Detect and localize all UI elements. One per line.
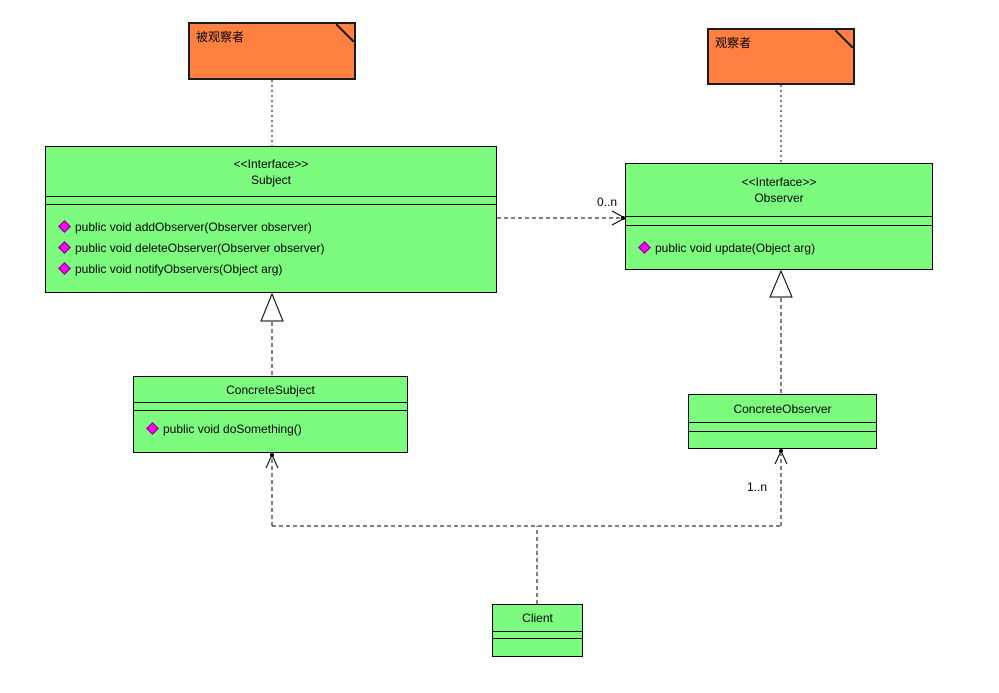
class-attributes-section (689, 423, 876, 432)
class-stereotype: <<Interface>> (233, 156, 309, 171)
class-attributes-section (46, 197, 496, 205)
class-methods-section: public void doSomething() (134, 411, 407, 439)
method-row: public void update(Object arg) (626, 237, 932, 258)
method-row: public void notifyObservers(Object arg) (46, 258, 496, 279)
method-text: public void addObserver(Observer observe… (75, 219, 312, 234)
realization-concreteobserver-to-observer (769, 269, 793, 394)
note-fold-corner-icon (835, 29, 854, 48)
note-observer[interactable]: 观察者 (707, 28, 855, 85)
multiplicity-label: 0..n (597, 195, 618, 209)
class-client[interactable]: Client (492, 604, 583, 657)
note-text: 被观察者 (196, 30, 245, 44)
method-text: public void update(Object arg) (655, 240, 816, 255)
private-method-icon (58, 220, 71, 233)
class-attributes-section (134, 403, 407, 411)
multiplicity-label: 1..n (747, 480, 768, 494)
class-concrete-subject[interactable]: ConcreteSubject public void doSomething(… (133, 376, 408, 453)
method-text: public void deleteObserver(Observer obse… (75, 240, 325, 255)
class-name: ConcreteObserver (733, 401, 832, 416)
class-methods-section: public void addObserver(Observer observe… (46, 205, 496, 279)
method-text: public void doSomething() (163, 421, 302, 436)
private-method-icon (638, 241, 651, 254)
class-methods-section: public void update(Object arg) (626, 226, 932, 258)
note-text: 观察者 (715, 36, 752, 50)
method-row: public void doSomething() (134, 418, 407, 439)
dependency-subject-to-observer (497, 210, 627, 226)
private-method-icon (146, 422, 159, 435)
note-subject[interactable]: 被观察者 (188, 22, 356, 80)
class-name: Observer (754, 191, 804, 205)
class-subject[interactable]: <<Interface>> Subject public void addObs… (45, 146, 497, 293)
class-title: Client (493, 605, 582, 632)
class-concrete-observer[interactable]: ConcreteObserver (688, 394, 877, 449)
class-attributes-section (493, 632, 582, 639)
class-name: ConcreteSubject (226, 382, 315, 397)
class-name: Subject (250, 172, 292, 187)
method-text: public void notifyObservers(Object arg) (75, 261, 283, 276)
class-observer[interactable]: <<Interface>> Observer public void updat… (625, 163, 933, 270)
method-row: public void addObserver(Observer observe… (46, 216, 496, 237)
realization-concretesubject-to-subject (260, 292, 284, 376)
class-attributes-section (626, 217, 932, 226)
class-name: Client (522, 611, 553, 625)
method-row: public void deleteObserver(Observer obse… (46, 237, 496, 258)
dependency-client-to-concretesubject-and-concreteobserver (265, 449, 788, 604)
class-title: <<Interface>> Subject (46, 147, 496, 197)
note-fold-corner-icon (336, 23, 355, 42)
private-method-icon (58, 262, 71, 275)
class-title: ConcreteSubject (134, 377, 407, 403)
private-method-icon (58, 241, 71, 254)
class-stereotype: <<Interface>> (741, 175, 817, 189)
class-title: <<Interface>> Observer (626, 164, 932, 217)
class-title: ConcreteObserver (689, 395, 876, 423)
